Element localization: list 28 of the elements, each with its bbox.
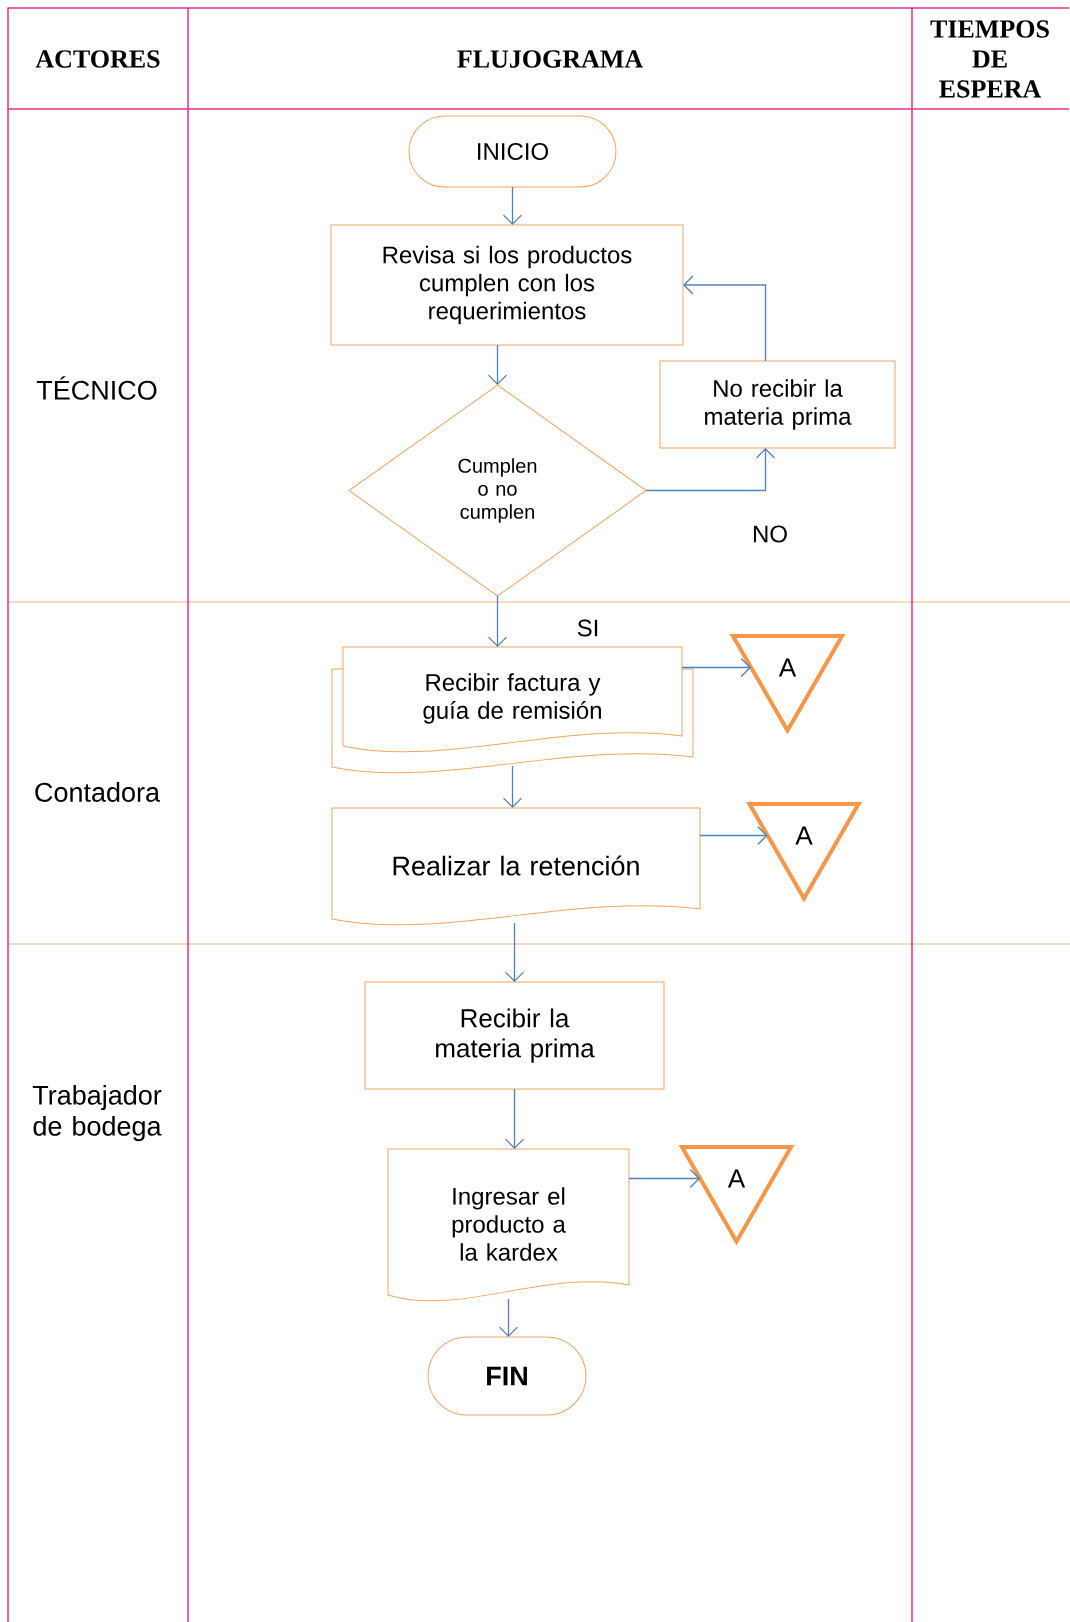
column-header: FLUJOGRAMA [457,50,643,68]
arrow [487,344,508,385]
process-box: Recibir la materia prima [364,981,665,1090]
arrow [681,657,752,678]
process-box: No recibir la materia prima [659,360,896,449]
terminal-box: FIN [427,1336,587,1416]
arrow [487,595,508,647]
document-box: Ingresar el producto a la kardex [387,1148,630,1302]
arrow [699,825,768,846]
document-box: Realizar la retención [331,807,701,926]
column-header: ACTORES [35,50,160,68]
column-header: TIEMPOS DE ESPERA [930,20,1049,98]
arrow [683,275,767,362]
multi-document-box: Recibir factura y guía de remisión [331,646,694,774]
arrow [628,1168,701,1189]
lane-label: Contadora [35,782,161,802]
lane-label: TÉCNICO [36,376,157,400]
terminal-box: INICIO [408,115,617,188]
edge-label: NO [750,523,790,545]
lane-label: Trabajador de bodega [32,1084,162,1142]
arrow [502,765,523,808]
arrow [502,186,523,225]
arrow [498,1298,519,1337]
arrow [504,922,525,982]
arrow [645,448,776,492]
arrow [504,1088,525,1149]
edge-label: SI [574,617,602,639]
process-box: Revisa si los productos cumplen con los requerimientos [330,224,684,346]
